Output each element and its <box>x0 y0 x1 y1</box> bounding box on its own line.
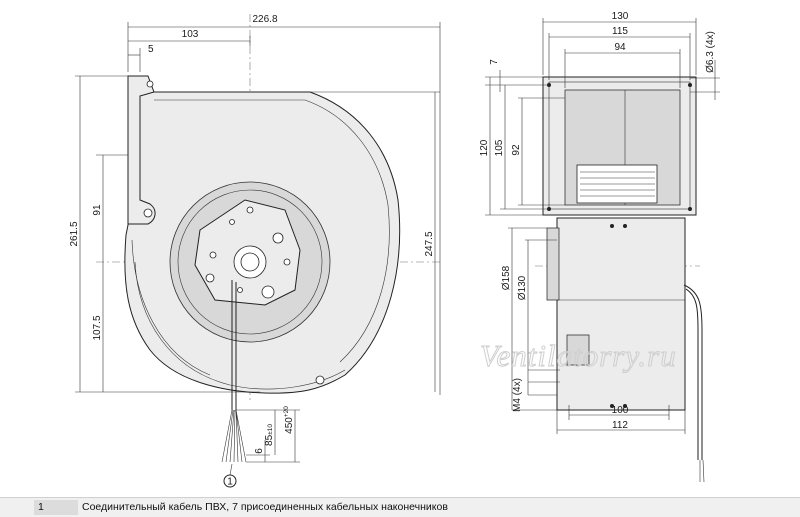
dim-105: 105 <box>494 139 505 156</box>
dim-upper: 91 <box>92 204 103 216</box>
legend-item-text: Соединительный кабель ПВХ, 7 присоединен… <box>82 501 448 513</box>
callout-number: 1 <box>227 477 233 488</box>
dim-94: 94 <box>614 42 626 53</box>
dim-d130: Ø130 <box>517 275 528 300</box>
dim-thread: M4 (4x) <box>512 378 523 412</box>
legend-bar: 1 Соединительный кабель ПВХ, 7 присоедин… <box>0 497 800 517</box>
dim-right-height: 247.5 <box>424 231 435 256</box>
dim-overall-width: 226.8 <box>252 14 277 25</box>
dim-115: 115 <box>612 26 628 37</box>
motor-fins <box>576 164 658 204</box>
dim-overall-height: 261.5 <box>69 221 80 246</box>
dim-flange: 5 <box>148 44 154 55</box>
dim-cable-450-tol: +20 <box>283 406 290 417</box>
svg-text:450+20: 450+20 <box>283 406 295 434</box>
cable-wires <box>221 409 247 463</box>
dim-7: 7 <box>489 59 500 65</box>
dim-lower: 107.5 <box>92 315 103 340</box>
front-view: 1 226.8 103 5 261.5 91 107.5 247.5 <box>69 14 441 488</box>
svg-text:85±10: 85±10 <box>264 424 275 446</box>
dim-130: 130 <box>612 11 629 22</box>
dim-hole: Ø6.3 (4x) <box>705 31 716 73</box>
dim-cable-6: 6 <box>254 448 265 454</box>
side-view: 130 115 94 Ø6.3 (4x) 7 120 105 92 <box>479 11 720 483</box>
dim-92: 92 <box>511 144 522 156</box>
dim-cable-450: 450 <box>284 417 295 434</box>
dim-120: 120 <box>479 139 490 156</box>
dim-d158: Ø158 <box>501 265 512 290</box>
dim-cable-85: 85 <box>264 434 275 446</box>
dim-mount-offset: 103 <box>182 29 199 40</box>
dim-112: 112 <box>612 420 628 431</box>
technical-drawing: 1 226.8 103 5 261.5 91 107.5 247.5 <box>69 11 720 488</box>
dim-100: 100 <box>612 405 629 416</box>
dim-cable-85-tol: ±10 <box>267 424 274 435</box>
legend-item-number: 1 <box>34 500 78 515</box>
watermark: Ventilatorry.ru <box>480 338 677 373</box>
